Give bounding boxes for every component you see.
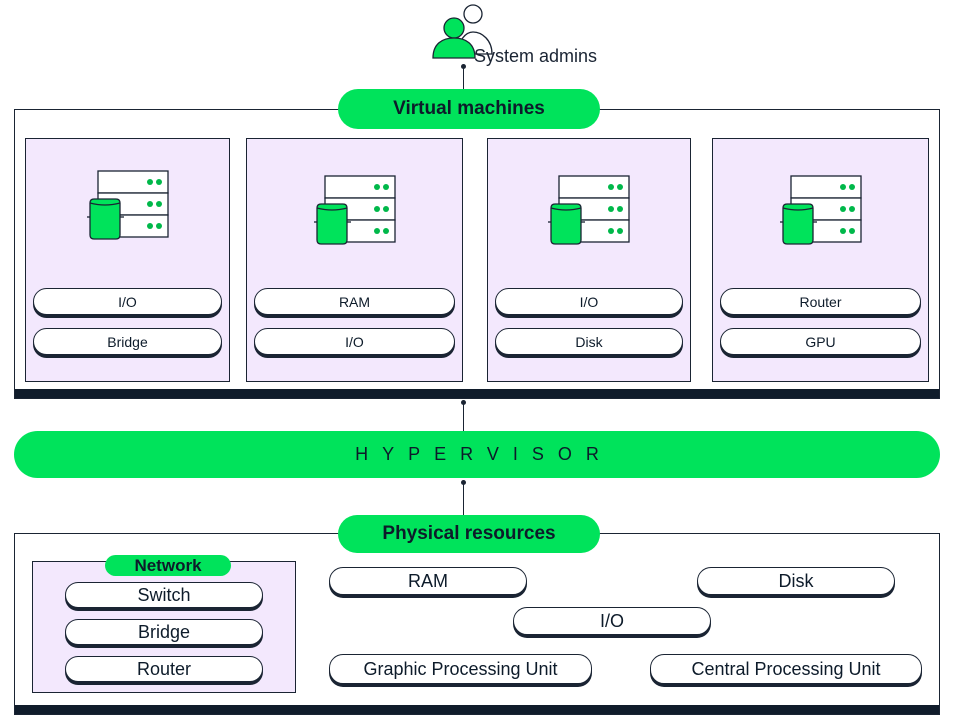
- network-router: Router: [65, 656, 263, 682]
- vm-card: RAM I/O: [246, 138, 463, 382]
- connector-dot: [461, 480, 466, 485]
- connector-vm-hypervisor: [463, 402, 464, 432]
- server-icon: [86, 169, 170, 248]
- hypervisor-bar: HYPERVISOR: [14, 431, 940, 478]
- server-icon: [547, 174, 631, 253]
- vm-chip: I/O: [254, 328, 455, 355]
- server-icon: [779, 174, 863, 253]
- physical-resources-title: Physical resources: [338, 515, 600, 553]
- users-icon: [432, 4, 493, 59]
- server-icon: [313, 174, 397, 253]
- connector-dot: [461, 400, 466, 405]
- vm-chip: I/O: [33, 288, 222, 315]
- resource-cpu: Central Processing Unit: [650, 654, 922, 684]
- connector-hypervisor-physical: [463, 482, 464, 516]
- vm-card: I/O Disk: [487, 138, 691, 382]
- panel-base-bar: [15, 389, 939, 398]
- network-title: Network: [105, 555, 231, 576]
- connector-admins-vm: [463, 66, 464, 90]
- system-admins: System admins: [430, 2, 630, 66]
- resource-io: I/O: [513, 607, 711, 635]
- network-switch: Switch: [65, 582, 263, 608]
- network-bridge: Bridge: [65, 619, 263, 645]
- resource-ram: RAM: [329, 567, 527, 595]
- vm-card: I/O Bridge: [25, 138, 230, 382]
- vm-chip: Bridge: [33, 328, 222, 355]
- vm-chip: Disk: [495, 328, 683, 355]
- vm-chip: I/O: [495, 288, 683, 315]
- admins-label: System admins: [474, 46, 598, 66]
- virtual-machines-title: Virtual machines: [338, 89, 600, 129]
- vm-chip: GPU: [720, 328, 921, 355]
- connector-dot: [461, 64, 466, 69]
- resource-gpu: Graphic Processing Unit: [329, 654, 592, 684]
- vm-chip: Router: [720, 288, 921, 315]
- panel-base-bar: [15, 705, 939, 714]
- vm-chip: RAM: [254, 288, 455, 315]
- resource-disk: Disk: [697, 567, 895, 595]
